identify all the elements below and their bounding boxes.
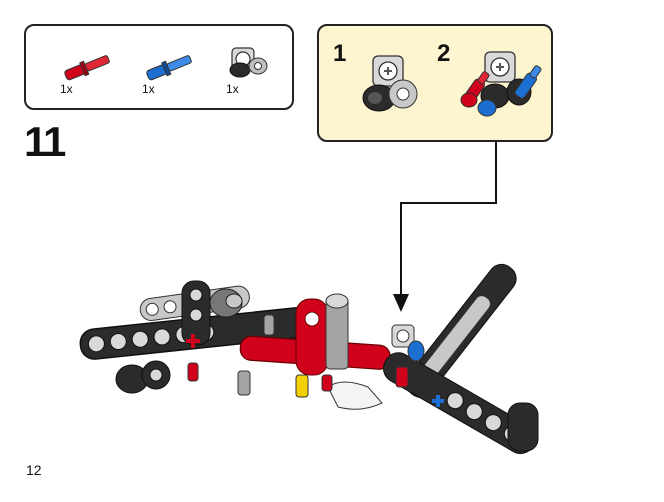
blue-axle-pin-quantity: 1x: [142, 82, 155, 96]
red-axle-pin-icon: [64, 55, 110, 81]
substep-2-assembled-block-icon: [460, 51, 542, 117]
substep-number-2: 2: [437, 40, 451, 67]
subassembly-callout: 1 2: [317, 24, 553, 142]
step-number: 11: [24, 118, 66, 165]
parts-list-callout: 1x 1x 1x: [24, 24, 294, 110]
blue-axle-pin-icon: [146, 55, 192, 81]
red-axle-pin-quantity: 1x: [60, 82, 73, 96]
model-assembly-illustration: [79, 263, 539, 455]
cross-block-icon: [229, 47, 268, 78]
cross-block-quantity: 1x: [226, 82, 239, 96]
substep-number-1: 1: [333, 40, 347, 67]
page-number: 12: [26, 462, 42, 478]
substep-1-cross-block-icon: [362, 55, 418, 112]
